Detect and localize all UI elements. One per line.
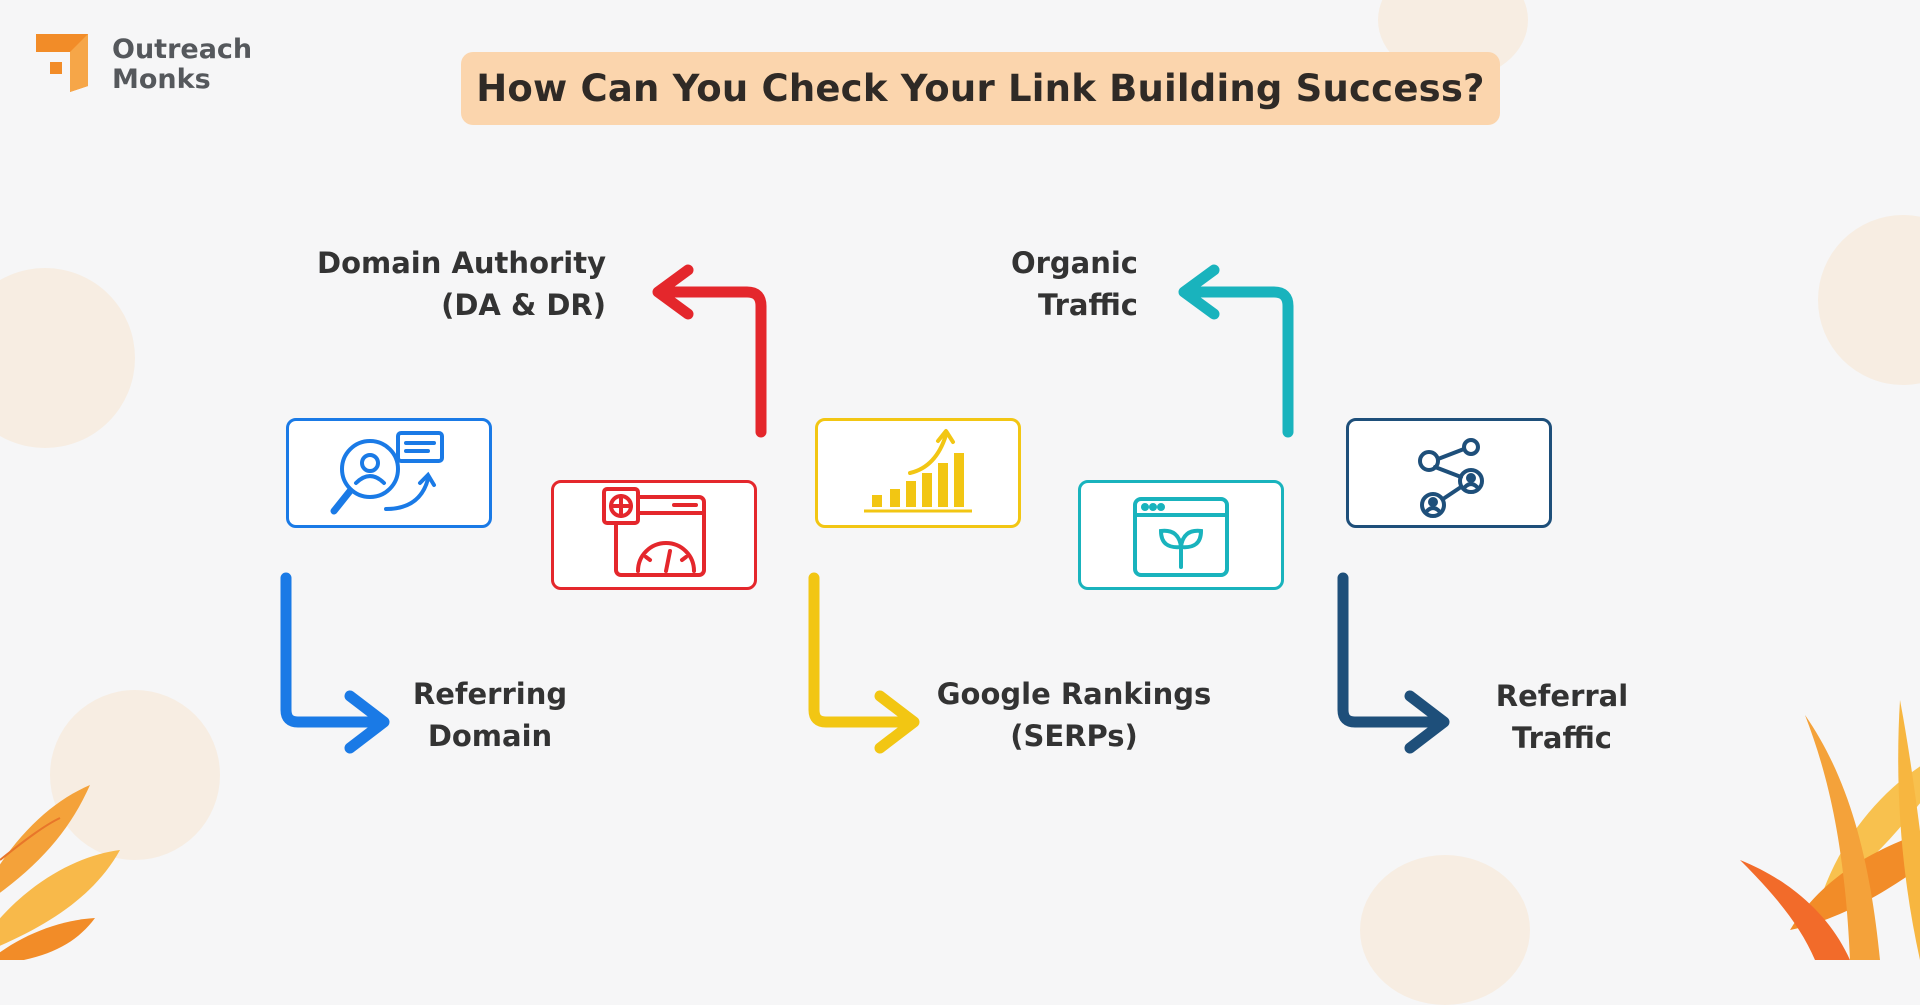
label-organic-traffic: Organic Traffic [960, 242, 1138, 326]
arrow-google-rankings [808, 572, 920, 754]
brand-name-line2: Monks [112, 64, 211, 95]
arrow-organic-traffic [1178, 264, 1294, 438]
label-referral-traffic: Referral Traffic [1462, 675, 1662, 759]
arrow-domain-authority [652, 264, 767, 438]
browser-gauge-icon [602, 487, 706, 577]
arrow-referral-traffic [1337, 572, 1450, 754]
brand-name-line1: Outreach [112, 34, 253, 65]
outreach-monks-logo-icon [36, 34, 88, 92]
background-blob [50, 690, 220, 860]
brand-logo[interactable]: Outreach Monks [36, 34, 252, 96]
page-title: How Can You Check Your Link Building Suc… [476, 67, 1485, 110]
label-referring-domain: Referring Domain [390, 673, 590, 757]
network-users-icon [1418, 438, 1484, 518]
label-referring-domain-line1: Referring [412, 677, 568, 711]
label-google-rankings-line1: Google Rankings [936, 677, 1212, 711]
magnifier-user-growth-icon [330, 431, 444, 515]
label-organic-traffic-line2: Traffic [1038, 288, 1138, 322]
label-domain-authority-line1: Domain Authority [317, 246, 606, 280]
label-domain-authority: Domain Authority (DA & DR) [300, 242, 606, 326]
brand-name: Outreach Monks [112, 35, 252, 95]
label-google-rankings-line2: (SERPs) [1010, 719, 1138, 753]
leaf-decoration-left [0, 785, 120, 960]
label-google-rankings: Google Rankings (SERPs) [924, 673, 1224, 757]
flow-arrows [280, 264, 1450, 754]
label-domain-authority-line2: (DA & DR) [441, 288, 606, 322]
card-domain-authority [551, 480, 757, 590]
leaf-decoration-right [1740, 700, 1920, 960]
label-referral-traffic-line2: Traffic [1512, 721, 1612, 755]
leaf-decoration [0, 700, 1920, 960]
label-referring-domain-line2: Domain [427, 719, 553, 753]
label-referral-traffic-line1: Referral [1495, 679, 1629, 713]
card-organic-traffic [1078, 480, 1284, 590]
browser-sprout-icon [1133, 497, 1229, 577]
title-banner: How Can You Check Your Link Building Suc… [461, 52, 1500, 125]
card-referring-domain [286, 418, 492, 528]
label-organic-traffic-line1: Organic [1010, 246, 1138, 280]
card-google-rankings [815, 418, 1021, 528]
arrow-referring-domain [280, 572, 390, 754]
bar-chart-growth-icon [864, 429, 972, 513]
card-referral-traffic [1346, 418, 1552, 528]
